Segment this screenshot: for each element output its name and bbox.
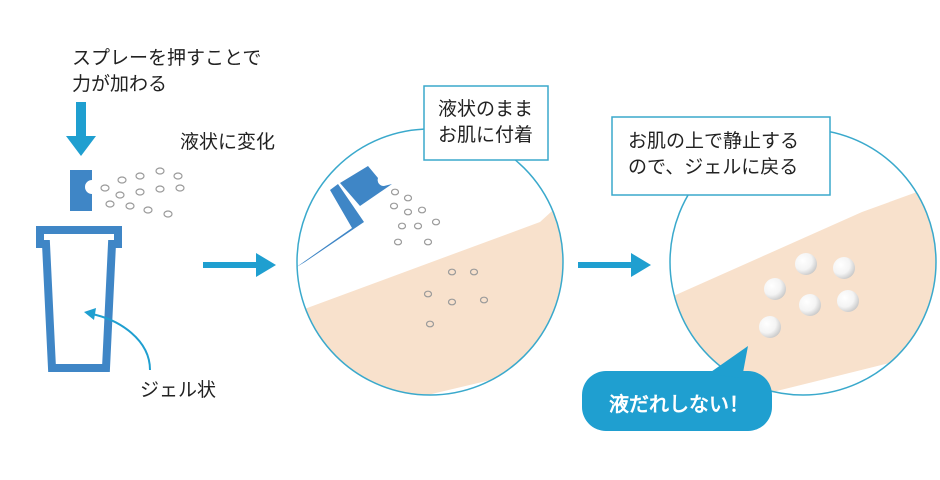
liquid-droplets-1 — [389, 188, 489, 328]
callout-1-line1: 液状のまま — [438, 98, 534, 120]
spray-mist — [100, 167, 185, 218]
gel-state-label: ジェル状 — [140, 379, 217, 401]
liquid-change-label: 液状に変化 — [180, 131, 276, 153]
speech-bubble — [582, 346, 772, 431]
press-label-line2: 力が加わる — [72, 73, 168, 95]
step-arrow-2 — [578, 253, 651, 277]
callout-2-line2: ので、ジェルに戻る — [628, 156, 799, 178]
callout-box-1 — [423, 85, 549, 161]
press-down-arrow — [66, 102, 96, 156]
callout-box-2 — [611, 116, 831, 196]
gel-balls — [759, 253, 859, 338]
spray-nozzle — [70, 170, 92, 211]
bubble-label: 液だれしない！ — [609, 392, 749, 416]
step-arrow-1 — [203, 253, 276, 277]
gel-pointer-arrow — [84, 308, 151, 371]
spray-bottle — [36, 226, 122, 372]
press-label-line1: スプレーを押すことで — [72, 47, 262, 69]
tilted-spray-nozzle — [297, 166, 392, 268]
skin-circle-1 — [296, 128, 564, 396]
callout-1-line2: お肌に付着 — [438, 124, 534, 146]
callout-2-line1: お肌の上で静止する — [628, 130, 800, 152]
